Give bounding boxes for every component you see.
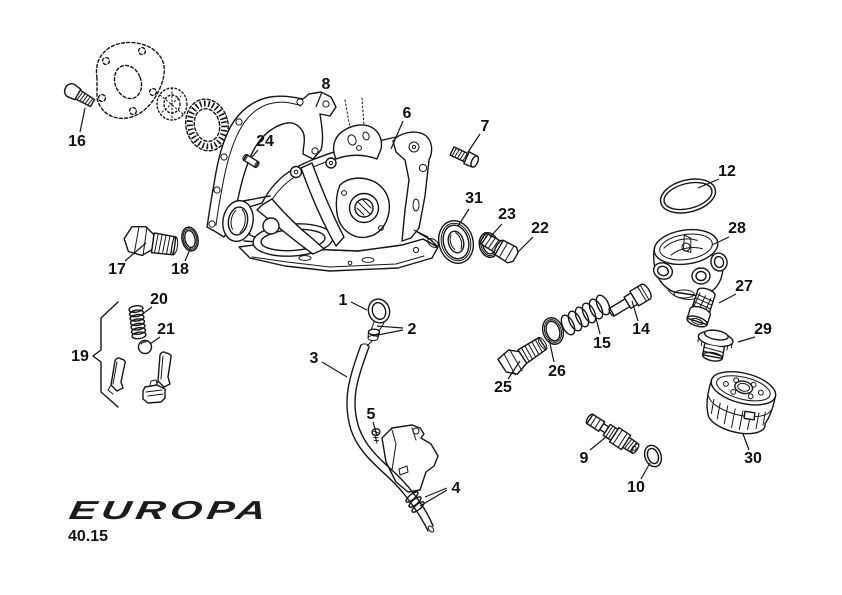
part-number-label-29: 29: [754, 321, 772, 338]
leader-line-4: [419, 489, 448, 507]
part-number-label-17: 17: [108, 261, 126, 278]
o-ring-12: [659, 178, 717, 214]
leader-line-20: [140, 306, 153, 316]
leader-line-2: [376, 325, 404, 329]
part-number-label-28: 28: [728, 220, 746, 237]
front-plate-gasket: [95, 41, 165, 119]
oil-seal-31: [437, 220, 475, 264]
leader-line-14: [631, 300, 639, 322]
washer-18: [181, 226, 199, 252]
leader-line-17: [124, 242, 147, 262]
grommet-2: [367, 328, 381, 336]
part-number-label-30: 30: [744, 450, 762, 467]
part-number-label-31: 31: [465, 190, 483, 207]
plunger-14: [608, 283, 652, 317]
leader-line-8: [315, 91, 323, 108]
leader-line-1: [350, 301, 368, 311]
leader-line-6: [390, 120, 404, 150]
leader-line-22: [517, 236, 534, 253]
filter-head-28: [652, 228, 728, 300]
part-number-label-20: 20: [150, 291, 168, 308]
oil-pump-body-6: [222, 97, 439, 272]
washer-10: [643, 444, 663, 468]
leader-line-30: [742, 433, 750, 451]
part-number-label-3: 3: [310, 350, 319, 367]
part-number-label-2: 2: [408, 321, 417, 338]
spring-20: [128, 304, 147, 340]
part-number-label-18: 18: [171, 261, 189, 278]
part-number-label-8: 8: [322, 76, 331, 93]
dipstick-bracket: [381, 424, 439, 493]
dipstick-1: [366, 298, 391, 347]
washer-26: [541, 317, 565, 345]
leader-line-3: [321, 361, 348, 378]
part-number-label-7: 7: [481, 118, 490, 135]
leader-line-21: [149, 336, 161, 345]
part-number-label-16: 16: [68, 133, 86, 150]
part-number-label-24: 24: [256, 133, 274, 150]
part-number-label-19: 19: [71, 348, 89, 365]
leader-line-10: [640, 462, 651, 480]
leader-line-18: [184, 246, 192, 262]
part-number-label-4: 4: [452, 480, 461, 497]
leader-line-26: [548, 338, 555, 363]
part-number-label-5: 5: [367, 406, 376, 423]
page-code: 40.15: [68, 528, 108, 545]
leader-line-29: [737, 336, 756, 343]
footer: EUROPA 40.15: [67, 496, 273, 545]
leader-line-16: [79, 107, 86, 133]
ball-21: [137, 339, 153, 355]
europa-logo: EUROPA: [67, 496, 273, 525]
bolt-25: [497, 336, 548, 376]
plug-22: [478, 232, 519, 264]
leader-line-24: [251, 149, 259, 158]
repair-kit-19: [92, 301, 172, 408]
part-number-label-1: 1: [339, 292, 348, 309]
dowel-pin-24: [242, 153, 260, 169]
bolt-16: [63, 83, 96, 108]
spring-15: [560, 294, 611, 336]
part-number-label-14: 14: [632, 321, 650, 338]
part-number-label-15: 15: [593, 335, 611, 352]
part-number-label-21: 21: [157, 321, 175, 338]
leader-line-25: [507, 360, 521, 380]
leader-line-27: [718, 293, 737, 304]
dipstick-tube-3: [346, 343, 435, 533]
bolt-7: [449, 146, 480, 168]
part-number-label-6: 6: [403, 105, 412, 122]
adapter-27: [686, 287, 716, 328]
leader-line-23: [489, 223, 503, 238]
part-number-label-26: 26: [548, 363, 566, 380]
union-29: [697, 329, 734, 362]
leader-line-9: [589, 436, 607, 451]
part-number-label-9: 9: [580, 450, 589, 467]
part-number-label-27: 27: [735, 278, 753, 295]
leader-line-31: [457, 208, 470, 227]
leader-line-7: [467, 133, 481, 153]
part-number-label-25: 25: [494, 379, 512, 396]
oil-filter-30: [706, 370, 777, 435]
part-number-label-22: 22: [531, 220, 549, 237]
pressure-sender-9: [585, 413, 640, 454]
leader-line-4: [424, 487, 448, 498]
part-number-label-12: 12: [718, 163, 736, 180]
leader-line-15: [595, 317, 601, 335]
brace-19: [92, 301, 119, 408]
part-number-label-23: 23: [498, 206, 516, 223]
leader-line-2: [372, 329, 404, 337]
leader-line-28: [711, 236, 730, 246]
leader-line-12: [697, 178, 720, 189]
leader-line-5: [372, 421, 378, 437]
drive-gear: [156, 87, 188, 121]
plug-17: [123, 226, 179, 257]
part-number-label-10: 10: [627, 479, 645, 496]
